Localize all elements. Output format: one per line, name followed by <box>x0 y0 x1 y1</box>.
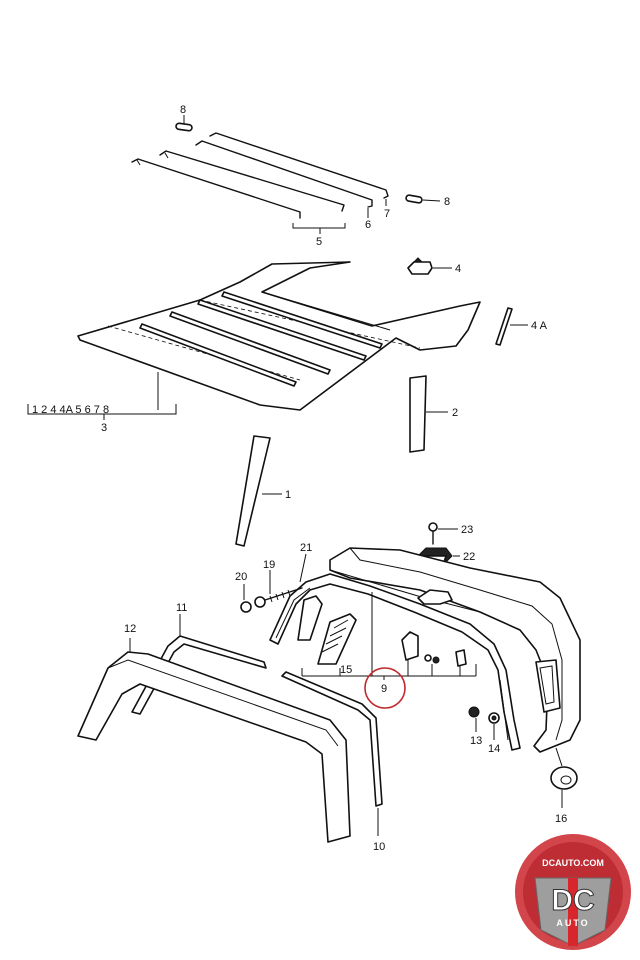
callout-19: 19 <box>263 559 275 571</box>
callout-20: 20 <box>235 571 247 583</box>
part-8-pin-right <box>405 194 441 204</box>
part-16-cap <box>550 747 578 808</box>
dcauto-watermark-logo: DCAUTO.COM DC AUTO <box>515 834 631 950</box>
callout-23: 23 <box>461 524 473 536</box>
callout-21: 21 <box>300 542 312 554</box>
part-2-panel <box>409 375 448 453</box>
callout-22: 22 <box>463 551 475 563</box>
part-14-washer <box>488 712 500 740</box>
callout-4a: 4 A <box>531 320 548 332</box>
callout-9-highlight-ring <box>364 667 406 709</box>
bracket-9 <box>301 592 477 680</box>
part-5-6-7-rods <box>131 132 389 219</box>
callout-8-top: 8 <box>180 104 186 116</box>
part-12-arch <box>77 638 351 843</box>
part-1-panel <box>235 435 282 547</box>
part-4-clip <box>407 257 452 275</box>
part-9-fittings <box>401 631 467 667</box>
bracket-5 <box>292 223 346 234</box>
callout-16: 16 <box>555 813 567 825</box>
part-15-vent <box>297 595 357 665</box>
bracket-3 <box>27 372 177 420</box>
watermark-url: DCAUTO.COM <box>542 858 604 868</box>
callout-8-right: 8 <box>444 196 450 208</box>
part-20-plug <box>240 584 252 613</box>
part-10-trim <box>281 671 383 836</box>
part-21-seal <box>269 553 521 751</box>
callout-2: 2 <box>452 407 458 419</box>
rear-roof-frame <box>329 547 581 753</box>
part-23-screw <box>428 522 458 545</box>
callout-3: 3 <box>101 422 107 434</box>
callout-13: 13 <box>470 735 482 747</box>
part-13-nut <box>468 706 480 732</box>
watermark-sub-text: AUTO <box>556 918 589 928</box>
watermark-logo-text: DC <box>551 884 594 917</box>
callout-12: 12 <box>124 623 136 635</box>
callout-10: 10 <box>373 841 385 853</box>
callout-14: 14 <box>488 743 500 755</box>
callout-9: 9 <box>381 683 387 695</box>
callout-1: 1 <box>285 489 291 501</box>
callout-7: 7 <box>384 208 390 220</box>
part-11-trim <box>131 614 267 715</box>
part-19-screw <box>254 570 303 608</box>
part-3-headliner <box>77 261 481 411</box>
callout-5: 5 <box>316 236 322 248</box>
callout-15: 15 <box>340 664 352 676</box>
callout-4: 4 <box>455 263 461 275</box>
part-8-pin-top <box>175 115 193 132</box>
callout-6: 6 <box>365 219 371 231</box>
callout-3-group: 1 2 4 4A 5 6 7 8 <box>32 404 109 416</box>
part-4a-strip <box>495 307 528 346</box>
callout-11: 11 <box>176 602 187 614</box>
